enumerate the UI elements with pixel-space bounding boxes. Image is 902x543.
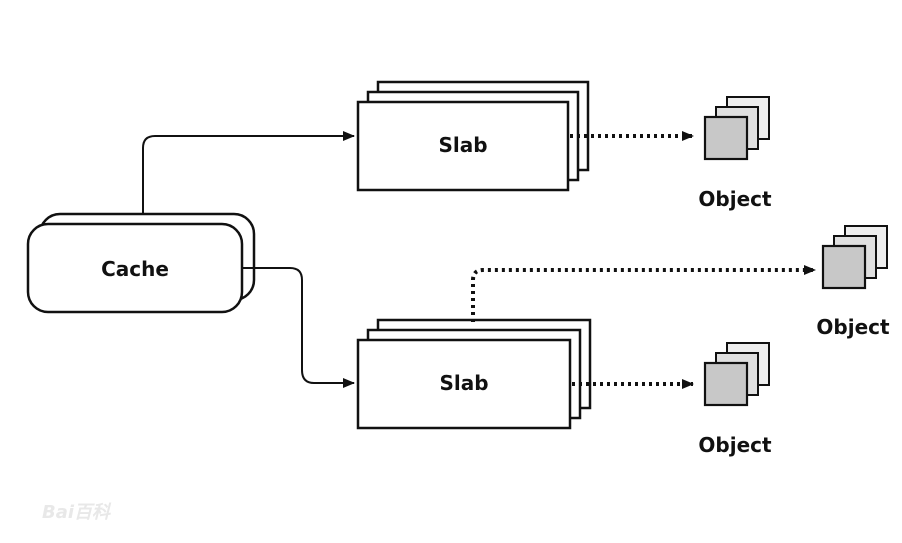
- slab-bottom-label: Slab: [439, 371, 488, 395]
- slab-top: Slab: [356, 80, 590, 192]
- watermark-logo: Bai百科: [42, 502, 112, 523]
- object-bottom-icon: [703, 342, 770, 407]
- object-right-label: Object: [816, 315, 890, 339]
- slab-top-label: Slab: [438, 133, 487, 157]
- cache-to-slab-top-arrow: [142, 131, 355, 214]
- cache-node: Cache: [26, 212, 256, 314]
- slab-bottom-to-object-right-arrow: [471, 265, 816, 322]
- slab-bottom: Slab: [356, 318, 592, 430]
- object-top-icon: [703, 96, 770, 161]
- object-right-icon: [821, 225, 888, 290]
- object-bottom-label: Object: [698, 433, 772, 457]
- object-top-label: Object: [698, 187, 772, 211]
- cache-to-slab-bottom-arrow: [242, 267, 355, 388]
- cache-label: Cache: [101, 257, 169, 281]
